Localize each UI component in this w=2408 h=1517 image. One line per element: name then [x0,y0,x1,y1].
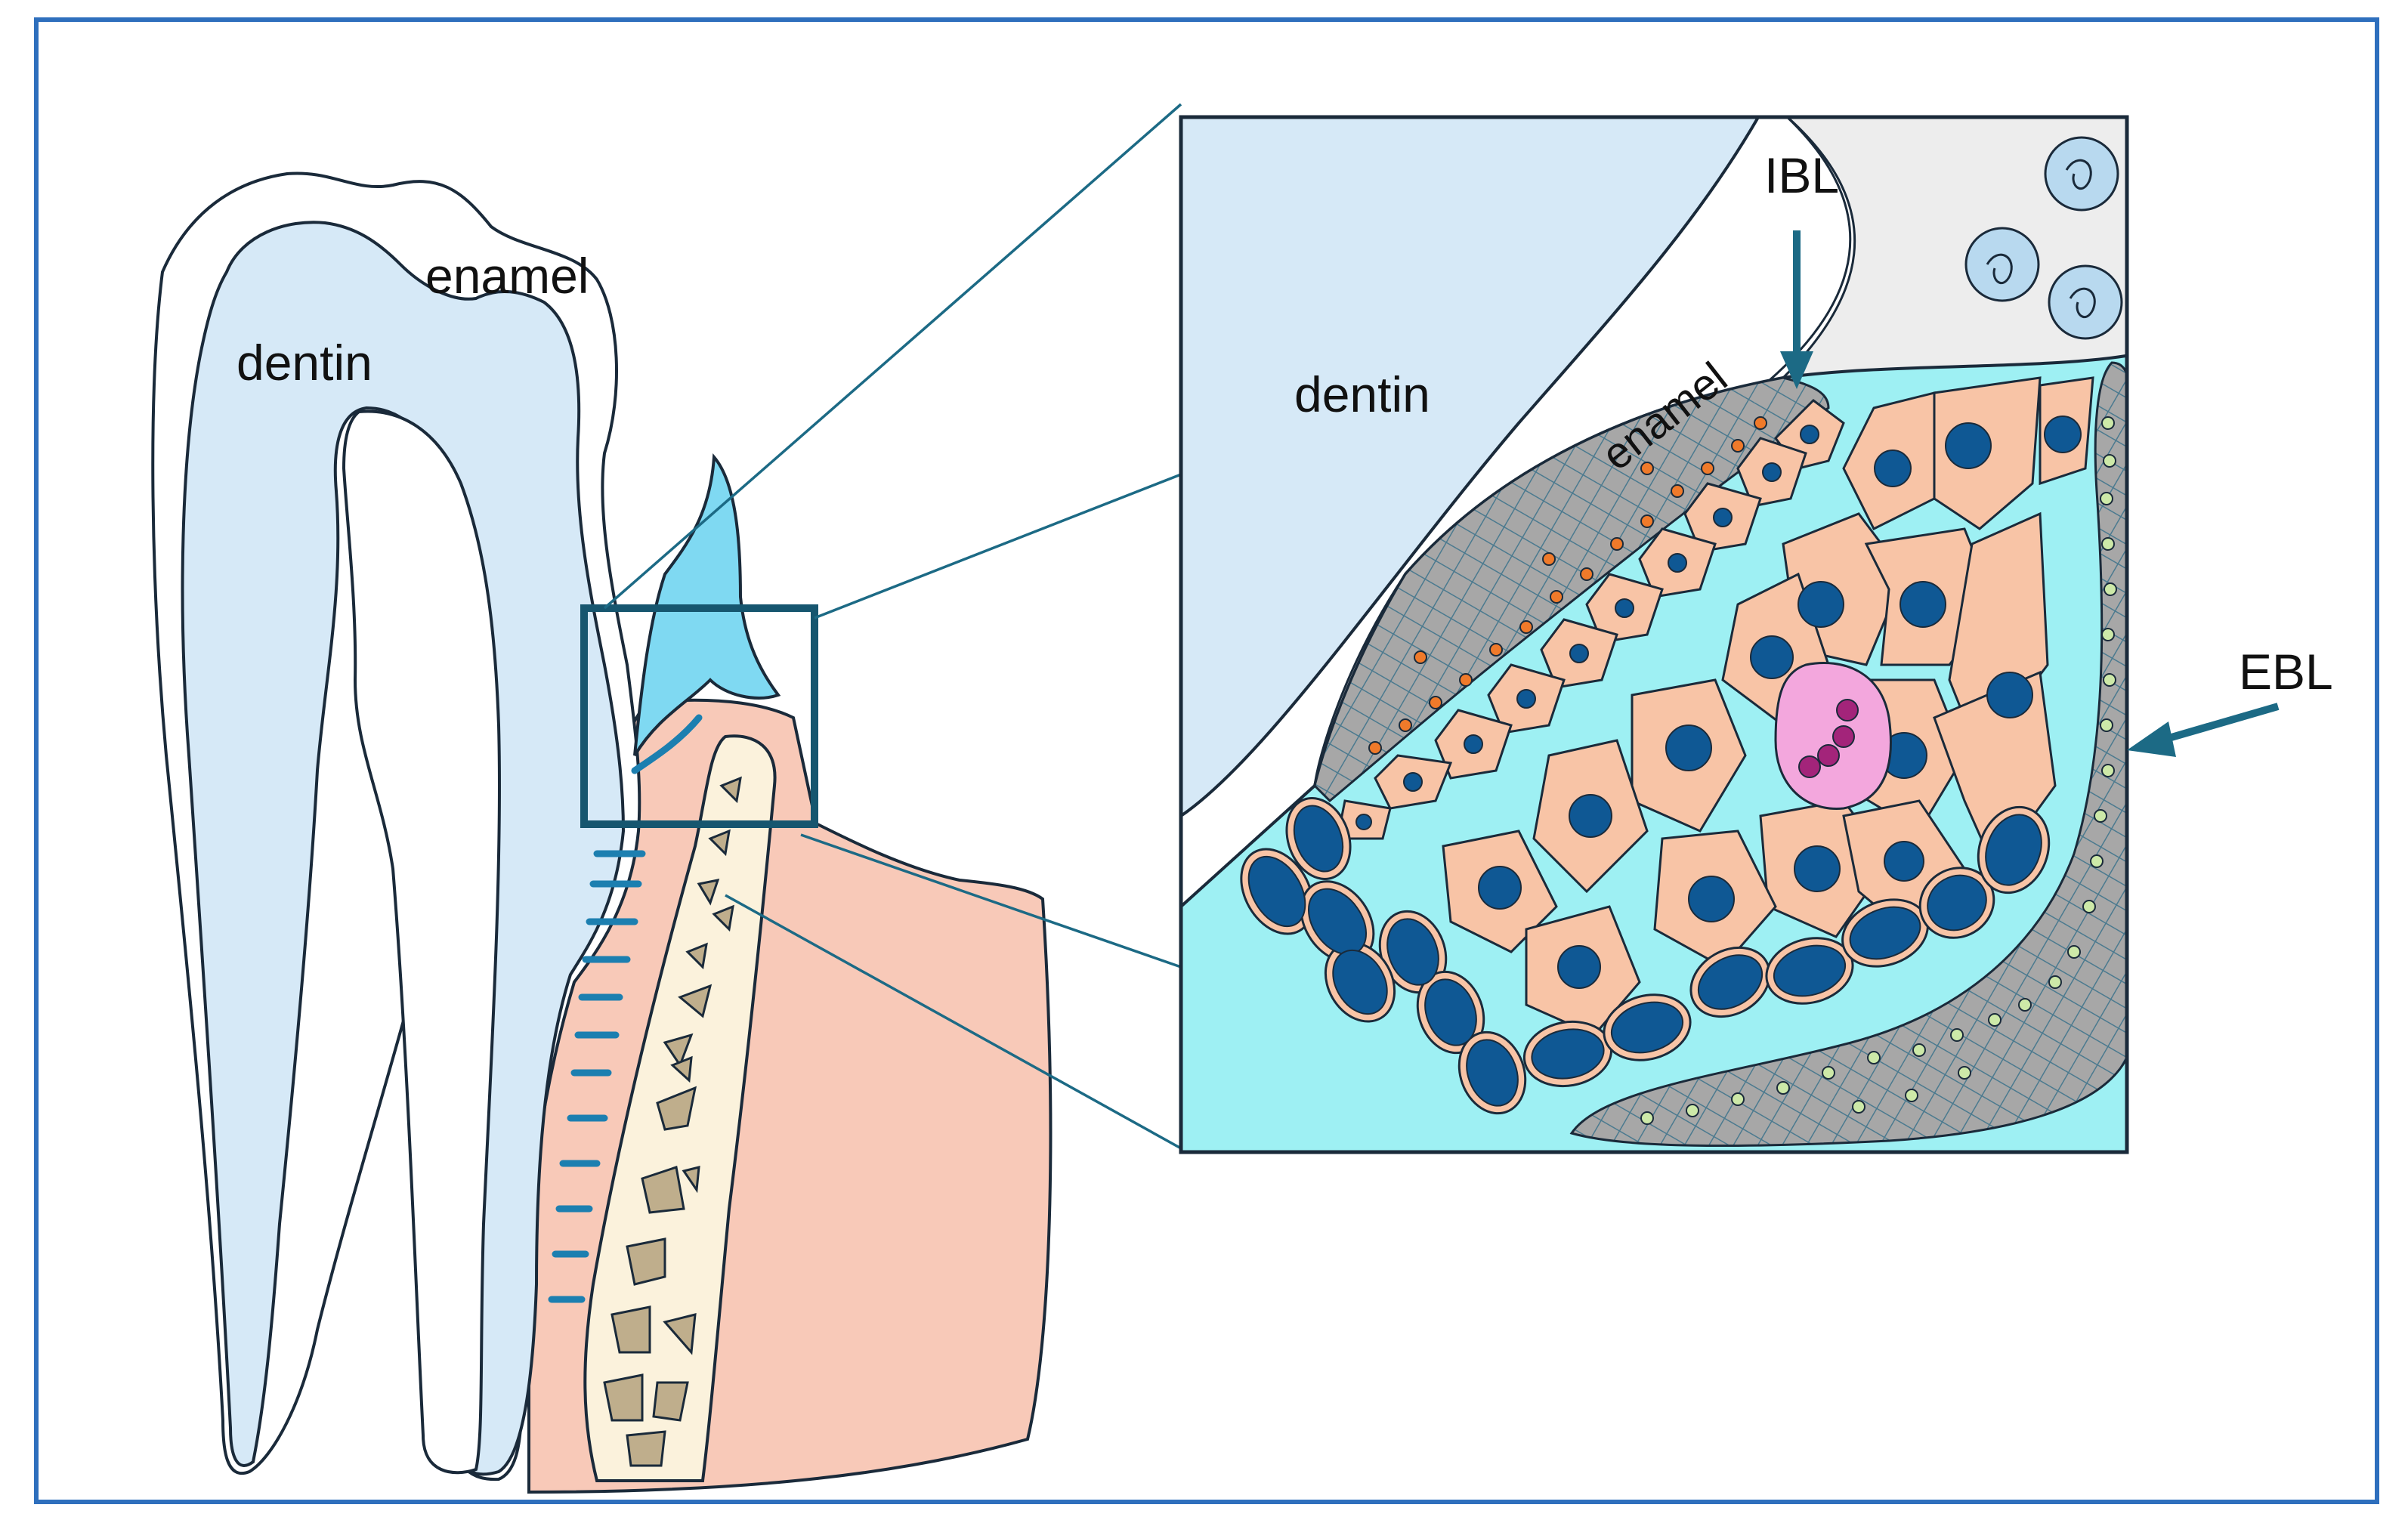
flat-epithelial-cells [1336,399,1845,840]
zoom-connector-lines [603,103,1182,1150]
ibl-label: IBL [1764,147,1839,203]
ebl-annotation: EBL [2127,644,2333,757]
inset-border [1179,115,2129,1154]
pulp [342,409,501,1475]
inflammatory-cell [1774,662,1892,810]
inset-dentin-label: dentin [1294,366,1430,422]
round-cells [1964,136,2123,340]
basal-cell-nuclei [1247,805,2042,1107]
ebl-label: EBL [2239,644,2333,700]
pdl-fibers [548,714,703,1303]
ebl-dots [1640,416,2117,1125]
ibl-arrowhead [1780,351,1813,389]
tooth-overview: dentin enamel [151,171,1053,1494]
ebl-arrowhead [2127,721,2176,757]
external-basal-lamina [1569,361,2127,1148]
ibl-dots [1368,416,1767,755]
tooth-enamel-label: enamel [425,248,589,304]
flat-cell-nuclei [1355,425,1819,830]
purple-granules [1798,699,1859,778]
inset-panel: dentin enamel [1179,115,2129,1154]
bone-trabeculae [603,776,742,1467]
ibl-annotation: IBL [1764,147,1839,389]
inset-dentin [1181,117,1760,818]
polygonal-cell-nuclei [1478,416,2082,989]
tooth-dentin-label: dentin [236,335,372,391]
zoom-region-box [580,604,818,828]
